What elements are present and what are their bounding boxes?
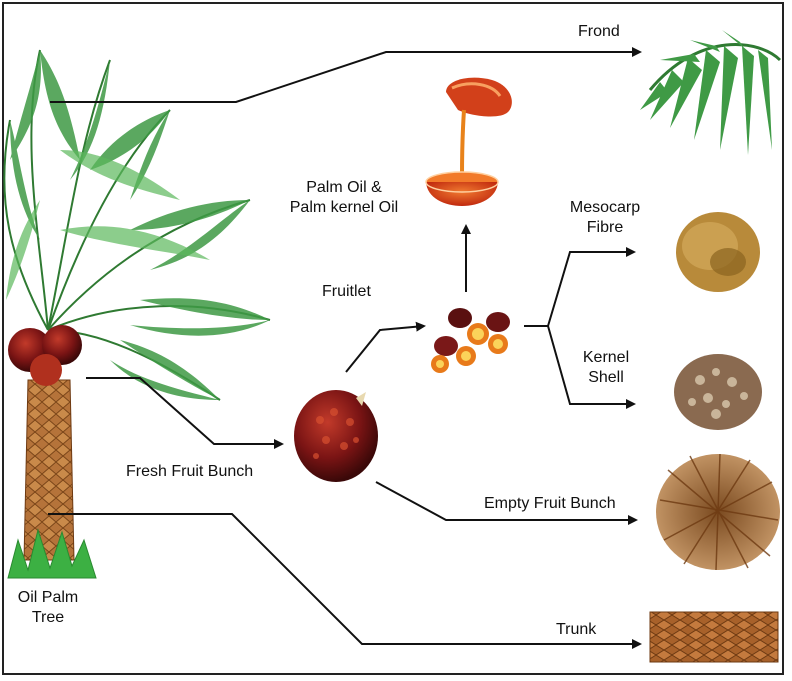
palm-oil-label-line1: Palm Oil &	[282, 178, 406, 198]
oil-palm-tree-label-line2: Tree	[8, 608, 88, 628]
palm-oil-label-line2: Palm kernel Oil	[282, 198, 406, 218]
arrow-tree-to-ffb	[86, 378, 282, 444]
fruitlet-illustration	[431, 308, 510, 373]
kernel-shell-illustration	[674, 354, 762, 430]
empty-fruit-bunch-label: Empty Fruit Bunch	[484, 494, 616, 514]
oil-palm-tree-label: Oil Palm Tree	[8, 588, 88, 628]
arrow-tree-to-trunk	[48, 514, 640, 644]
mesocarp-label-line2: Fibre	[560, 218, 650, 238]
frond-label: Frond	[578, 22, 620, 42]
fresh-fruit-bunch-illustration	[294, 390, 378, 482]
fresh-fruit-bunch-label: Fresh Fruit Bunch	[126, 462, 253, 482]
trunk-label: Trunk	[556, 620, 596, 640]
oil-palm-tree-illustration	[4, 50, 270, 578]
frond-illustration	[640, 30, 780, 155]
palm-oil-illustration	[426, 78, 512, 206]
arrow-tree-to-frond	[50, 52, 640, 102]
mesocarp-fibre-illustration	[676, 212, 760, 292]
oil-palm-tree-label-line1: Oil Palm	[8, 588, 88, 608]
kernel-shell-label-line1: Kernel	[576, 348, 636, 368]
trunk-log-illustration	[650, 612, 778, 662]
kernel-shell-label-line2: Shell	[576, 368, 636, 388]
fruitlet-label: Fruitlet	[322, 282, 371, 302]
mesocarp-label-line1: Mesocarp	[560, 198, 650, 218]
kernel-shell-label: Kernel Shell	[576, 348, 636, 388]
arrow-ffb-to-fruitlet	[346, 326, 424, 372]
mesocarp-fibre-label: Mesocarp Fibre	[560, 198, 650, 238]
arrow-fruitlet-to-mesocarp	[548, 252, 634, 326]
palm-oil-label: Palm Oil & Palm kernel Oil	[282, 178, 406, 218]
empty-fruit-bunch-illustration	[656, 454, 780, 570]
